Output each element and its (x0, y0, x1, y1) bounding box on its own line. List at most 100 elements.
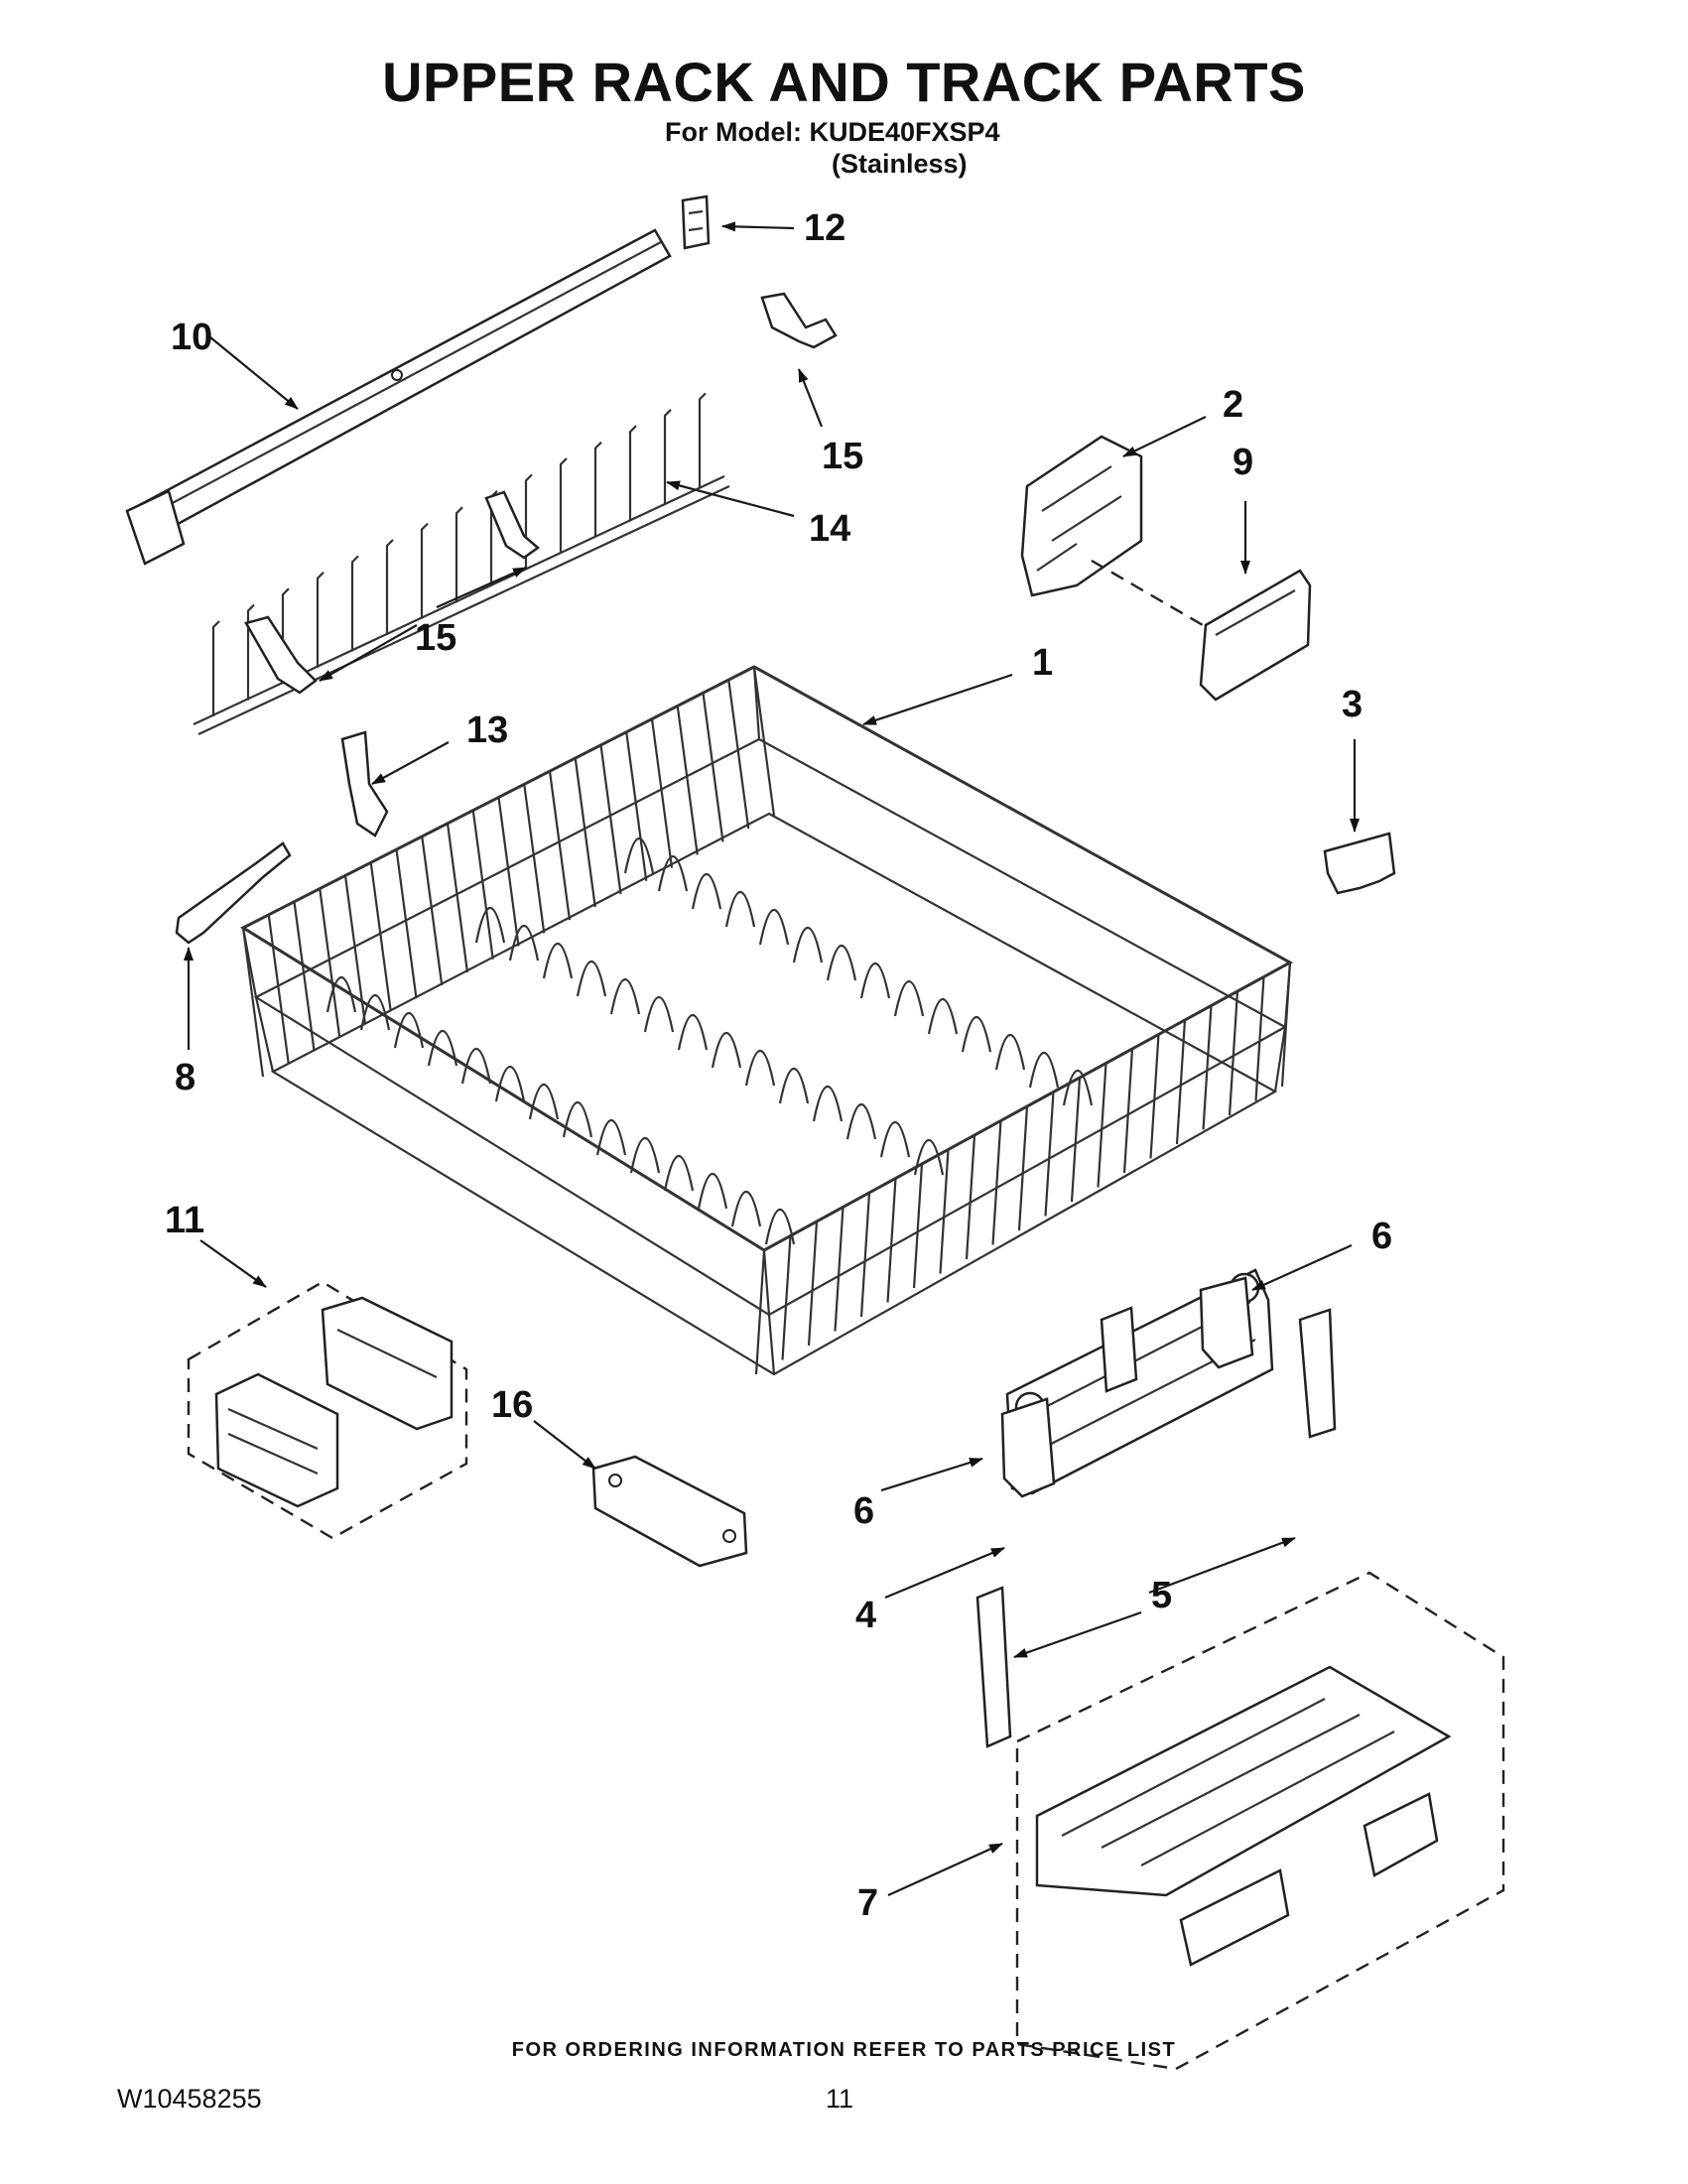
basket-wire (574, 757, 596, 908)
tine-wire (350, 555, 359, 652)
tine-wire (420, 522, 429, 619)
basket-wire (369, 862, 392, 1012)
upper-rack-basket-part (239, 665, 1294, 1376)
basket-wire (576, 961, 607, 997)
tine-clip-part-top (760, 292, 838, 349)
basket-wire (778, 1068, 810, 1104)
basket-wire (724, 891, 756, 928)
basket-wire (446, 823, 469, 972)
cup-shelf-kit-part (1015, 1571, 1505, 2071)
callout-1: 1 (1032, 642, 1053, 684)
basket-wire (393, 1012, 425, 1049)
basket-wire (395, 848, 418, 999)
basket-wire (691, 873, 722, 910)
basket-wire (677, 1014, 709, 1051)
basket-wire (542, 943, 574, 979)
basket-wire (625, 731, 648, 881)
basket-wire (562, 1101, 593, 1138)
basket-wire (497, 797, 520, 947)
tine-wire (246, 603, 255, 701)
basket-wire (781, 1235, 792, 1360)
tine-wire (663, 409, 672, 505)
basket-wire (927, 998, 959, 1035)
basket-wire (1149, 1034, 1160, 1159)
basket-wire (912, 1163, 924, 1289)
basket-wire (913, 1139, 945, 1176)
basket-wire (1228, 990, 1239, 1116)
callout-6-right: 6 (1371, 1216, 1392, 1257)
callout-11: 11 (165, 1200, 204, 1241)
basket-wire (460, 1048, 492, 1085)
basket-wire (826, 945, 857, 981)
basket-wire (812, 1086, 844, 1122)
basket-wire (961, 1016, 992, 1053)
model-line: For Model: KUDE40FXSP4 (665, 117, 1000, 147)
basket-wire (494, 1066, 526, 1102)
page-number: 11 (826, 2084, 854, 2114)
tine-holder-kit-part (187, 1280, 468, 1540)
basket-wire (994, 1034, 1026, 1071)
basket-wire (1175, 1019, 1187, 1145)
callout-5: 5 (1151, 1575, 1172, 1616)
basket-wire (792, 927, 824, 964)
basket-wire (859, 963, 891, 999)
basket-wire (1028, 1052, 1060, 1089)
basket-wire (663, 1155, 695, 1192)
callout-9: 9 (1233, 442, 1253, 483)
basket-wire (764, 1209, 796, 1245)
basket-wire (267, 914, 290, 1064)
adjuster-clip-part-left (1000, 1397, 1056, 1498)
rack-clip-part (1323, 832, 1396, 895)
callout-7: 7 (857, 1882, 878, 1924)
tine-wire (454, 506, 463, 603)
rack-stop-part-left (975, 1586, 1012, 1748)
basket-wire (421, 835, 444, 986)
callout-10: 10 (171, 317, 212, 358)
callout-15-top: 15 (822, 436, 863, 477)
basket-wire (965, 1134, 976, 1260)
callout-2: 2 (1223, 384, 1243, 426)
basket-wire (730, 1191, 762, 1227)
basket-wire (1070, 1077, 1082, 1203)
callout-14: 14 (809, 508, 850, 550)
basket-wire (676, 706, 699, 855)
tine-wire (559, 457, 568, 554)
basket-wire (991, 1120, 1002, 1245)
variant-line: (Stainless) (832, 149, 968, 179)
callout-labels: 12 10 2 15 9 14 15 1 3 13 8 11 6 16 6 5 … (165, 207, 1392, 1924)
basket-wire (886, 1178, 897, 1303)
tine-wire (385, 539, 394, 635)
basket-wire (1254, 976, 1265, 1101)
basket-wire (939, 1149, 950, 1274)
basket-wire (697, 1173, 728, 1210)
basket-wire (744, 1050, 776, 1087)
basket-wire (241, 927, 265, 1078)
track-rail-part (125, 228, 672, 566)
callout-16: 16 (491, 1384, 533, 1426)
tine-wire (316, 572, 325, 668)
callout-3: 3 (1342, 684, 1363, 725)
tine-wire (593, 441, 602, 538)
callout-12: 12 (804, 207, 845, 249)
basket-wire (523, 784, 546, 934)
basket-wire (702, 693, 724, 842)
track-stop-part (681, 194, 711, 250)
page-title: UPPER RACK AND TRACK PARTS (382, 51, 1306, 113)
basket-wire (508, 925, 540, 962)
basket-wire (1202, 1005, 1213, 1130)
ordering-note: FOR ORDERING INFORMATION REFER TO PARTS … (511, 2039, 1177, 2061)
adjuster-clip-part-right (1199, 1276, 1254, 1369)
basket-wire (643, 996, 675, 1033)
callout-4: 4 (855, 1595, 876, 1636)
basket-wire (711, 1032, 742, 1069)
basket-wire (754, 1249, 766, 1375)
basket-wire (325, 976, 357, 1013)
tine-wire (698, 392, 707, 489)
basket-wire (1122, 1048, 1134, 1174)
basket-wire (528, 1084, 560, 1120)
basket-wire (623, 837, 655, 874)
callout-13: 13 (466, 709, 508, 751)
basket-wire (1280, 962, 1292, 1088)
